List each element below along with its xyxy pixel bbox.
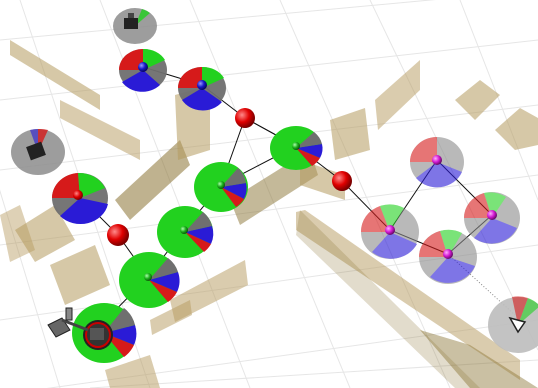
- node-disc-5[interactable]: [194, 162, 248, 212]
- camera-gizmo-top[interactable]: [113, 8, 157, 44]
- node-disc-6[interactable]: [157, 206, 214, 258]
- node-disc-4[interactable]: [270, 126, 323, 170]
- robot-model-icon[interactable]: [47, 307, 113, 350]
- red-node-3[interactable]: [332, 171, 352, 191]
- node-disc-7[interactable]: [119, 252, 180, 308]
- magenta-node-2[interactable]: [385, 225, 395, 235]
- magenta-node-1[interactable]: [432, 155, 442, 165]
- wall-segments: [0, 40, 538, 388]
- camera-gizmo-left[interactable]: [11, 128, 65, 175]
- node-disc-1[interactable]: [119, 48, 167, 92]
- magenta-node-4[interactable]: [443, 249, 453, 259]
- camera-gizmo-right[interactable]: [488, 296, 538, 353]
- red-node-1[interactable]: [235, 108, 255, 128]
- camera-gizmo-icon: [124, 18, 138, 29]
- node-disc-2[interactable]: [178, 66, 226, 111]
- red-node-2[interactable]: [107, 224, 129, 246]
- magenta-node-3[interactable]: [487, 210, 497, 220]
- node-disc-3[interactable]: [51, 172, 108, 225]
